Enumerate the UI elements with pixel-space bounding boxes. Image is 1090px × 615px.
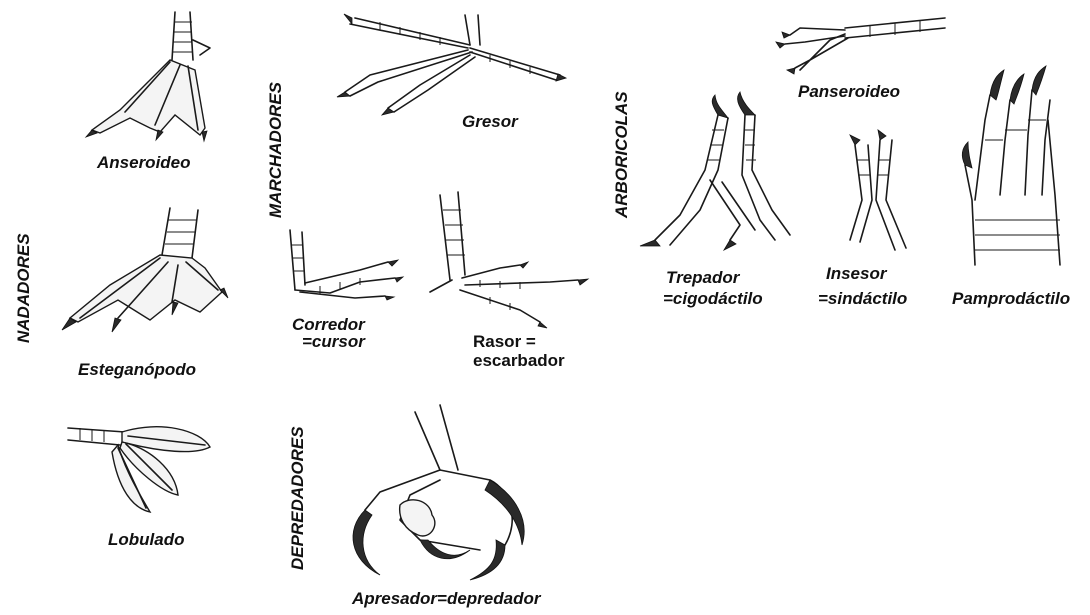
label-panseroideo: Panseroideo [798, 83, 900, 102]
group-label-arboreal: ARBORICOLAS [612, 91, 632, 218]
lobed-foot-icon [68, 427, 210, 512]
perching-foot-icon [776, 18, 945, 74]
label-esteganopodo: Esteganópodo [78, 361, 196, 380]
group-label-walkers: MARCHADORES [266, 82, 286, 218]
webbed-foot-icon [86, 12, 210, 141]
totipalmate-foot-icon [62, 208, 228, 332]
label-lobulado: Lobulado [108, 531, 184, 550]
scratching-foot-icon [430, 192, 588, 328]
wading-foot-icon [337, 14, 566, 115]
label-anseroideo: Anseroideo [97, 154, 191, 173]
group-label-predators: DEPREDADORES [288, 426, 308, 570]
label-apresador: Apresador=depredador [352, 590, 540, 609]
running-foot-icon [290, 230, 403, 300]
label-insesor-line2: =sindáctilo [818, 290, 907, 309]
group-label-swimmers: NADADORES [14, 233, 34, 343]
raptor-foot-icon [353, 405, 524, 580]
label-insesor-line1: Insesor [826, 265, 886, 284]
pamprodactyl-foot-icon [962, 66, 1060, 265]
syndactyl-foot-icon [850, 130, 906, 250]
label-rasor-line2: escarbador [473, 352, 565, 371]
zygodactyl-foot-icon [640, 92, 790, 250]
label-corredor-line2: =cursor [302, 333, 365, 352]
label-trepador-line2: =cigodáctilo [663, 290, 763, 309]
label-trepador-line1: Trepador [666, 269, 739, 288]
label-pamprodactilo: Pamprodáctilo [952, 290, 1070, 309]
label-rasor-line1: Rasor = [473, 333, 536, 352]
label-gresor: Gresor [462, 113, 518, 132]
